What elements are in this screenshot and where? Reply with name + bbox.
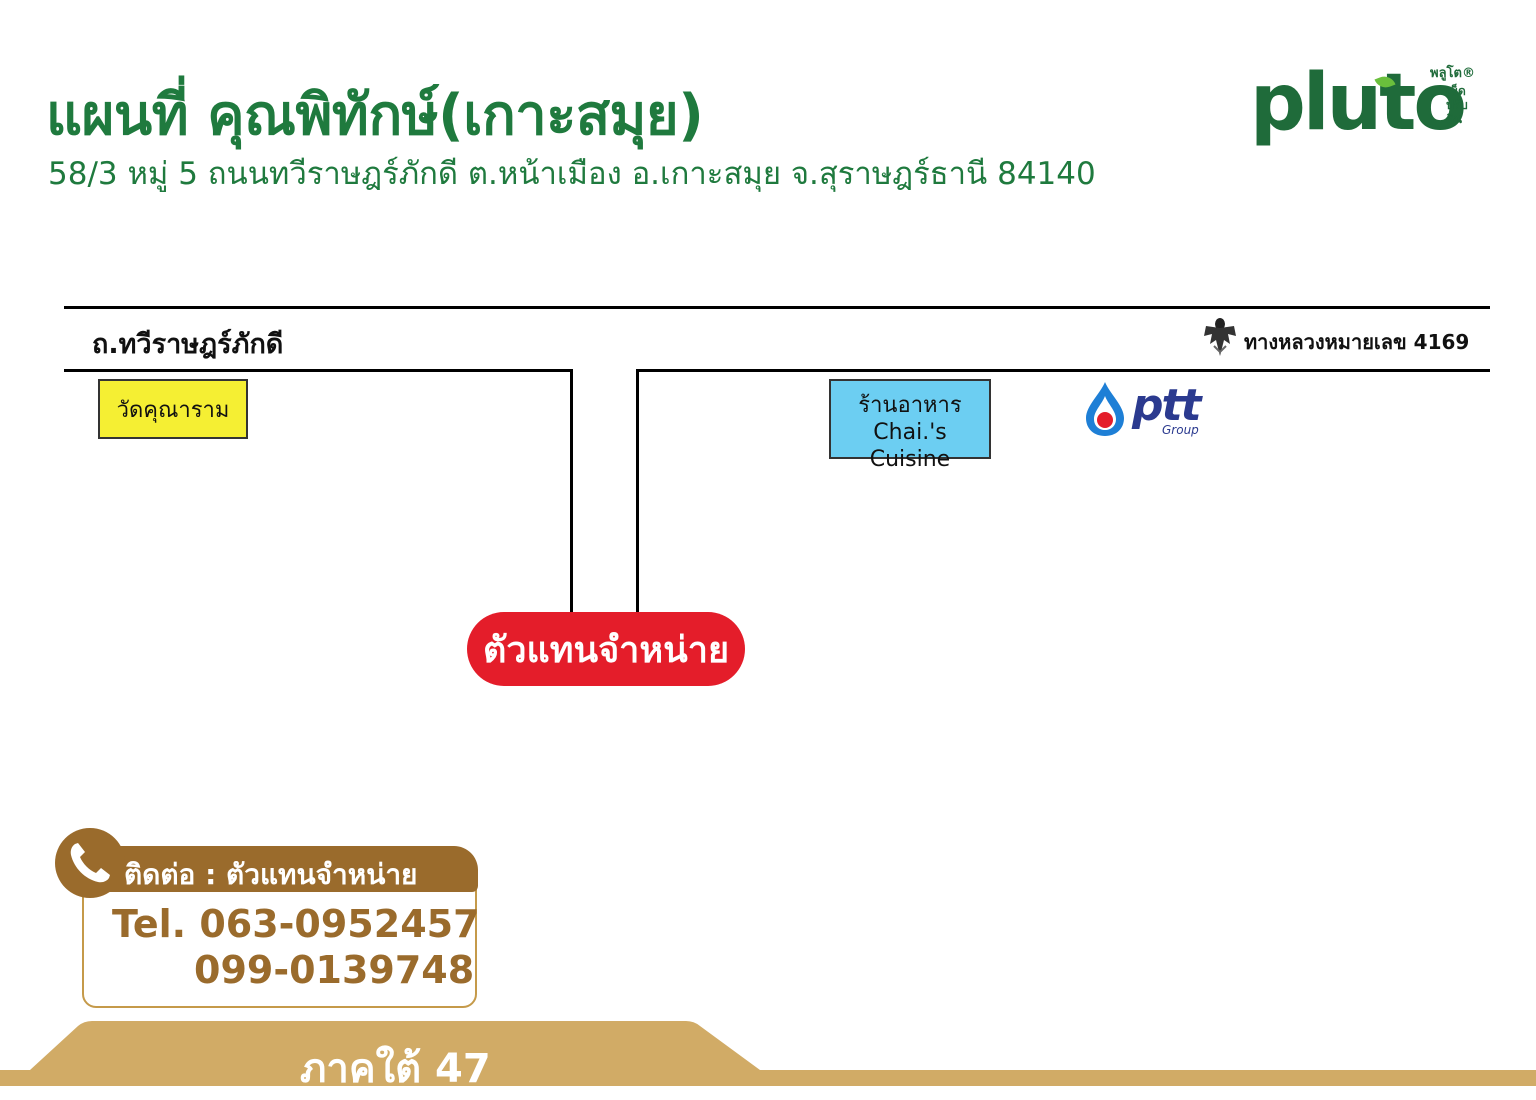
logo-wordmark: pluto bbox=[1250, 58, 1467, 148]
ptt-wordmark: ptt bbox=[1132, 380, 1202, 431]
footer-band bbox=[0, 1021, 1536, 1086]
contact-header-band bbox=[72, 846, 478, 892]
restaurant-label-thai: ร้านอาหาร bbox=[858, 393, 962, 418]
dealer-label: ตัวแทนจำหน่าย bbox=[482, 629, 730, 671]
ptt-group-label: Group bbox=[1162, 423, 1199, 437]
road-bottom-edge-right bbox=[636, 369, 1490, 372]
ptt-drop-icon bbox=[1086, 382, 1124, 436]
road-bottom-edge-left bbox=[64, 369, 573, 372]
address: 58/3 หมู่ 5 ถนนทวีราษฎร์ภักดี ต.หน้าเมือ… bbox=[48, 156, 1096, 192]
phone-badge bbox=[55, 828, 125, 898]
highway-label: ทางหลวงหมายเลข 4169 bbox=[1244, 330, 1470, 354]
road-top-edge bbox=[64, 306, 1490, 309]
restaurant-label-name: Chai.'s Cuisine bbox=[869, 420, 951, 472]
contact-card bbox=[82, 870, 477, 1008]
road-name: ถ.ทวีราษฎร์ภักดี bbox=[92, 329, 284, 360]
side-road-right-edge bbox=[636, 369, 639, 613]
phone-number-1: Tel. 063-0952457 bbox=[112, 902, 480, 946]
side-road-left-edge bbox=[570, 369, 573, 613]
phone-number-2: 099-0139748 bbox=[194, 948, 475, 992]
temple-landmark: วัดคุณาราม bbox=[98, 379, 248, 439]
dealer-location-marker: ตัวแทนจำหน่าย bbox=[467, 612, 745, 686]
garuda-emblem-icon bbox=[1204, 318, 1236, 356]
contact-label: ติดต่อ : ตัวแทนจำหน่าย bbox=[124, 858, 418, 891]
logo-tagline: เม็ด ปรับ ดิน bbox=[1446, 84, 1468, 126]
ptt-station-logo: ptt Group bbox=[1082, 380, 1222, 440]
temple-label: วัดคุณาราม bbox=[116, 397, 230, 423]
restaurant-landmark: ร้านอาหาร Chai.'s Cuisine bbox=[829, 379, 991, 472]
phone-icon bbox=[70, 843, 110, 883]
logo-thai-name: พลูโต® bbox=[1430, 66, 1475, 81]
pluto-logo: pluto พลูโต® เม็ด ปรับ ดิน bbox=[1250, 62, 1480, 162]
page-title: แผนที่ คุณพิทักษ์(เกาะสมุย) bbox=[46, 83, 704, 148]
region-label: ภาคใต้ 47 bbox=[300, 1046, 491, 1092]
